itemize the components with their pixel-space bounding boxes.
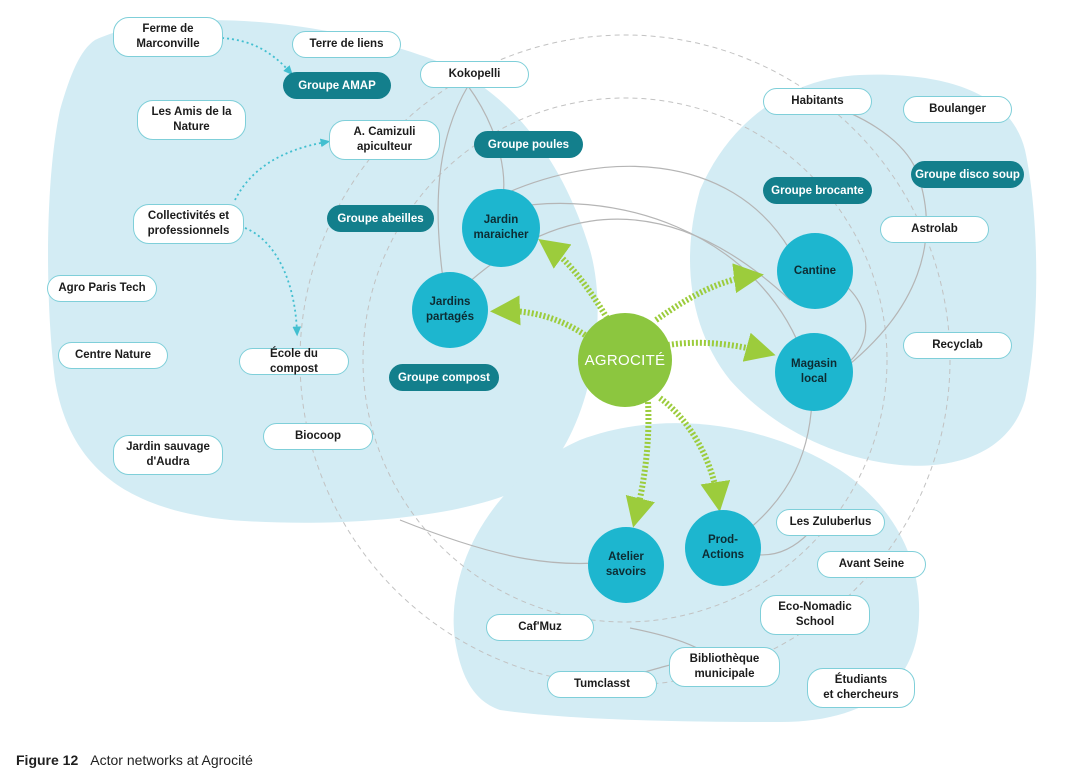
actor-cafmuz[interactable]: Caf'Muz: [486, 614, 594, 641]
group-poules[interactable]: Groupe poules: [474, 131, 583, 158]
actor-habitants[interactable]: Habitants: [763, 88, 872, 115]
actor-amis-nature[interactable]: Les Amis de la Nature: [137, 100, 246, 140]
figure-caption-text: Actor networks at Agrocité: [90, 752, 253, 768]
actor-bibliotheque[interactable]: Bibliothèque municipale: [669, 647, 780, 687]
actor-zuluberlus[interactable]: Les Zuluberlus: [776, 509, 885, 536]
actor-tumclasst[interactable]: Tumclasst: [547, 671, 657, 698]
actor-recyclab[interactable]: Recyclab: [903, 332, 1012, 359]
actor-kokopelli[interactable]: Kokopelli: [420, 61, 529, 88]
actor-ecole-compost[interactable]: École du compost: [239, 348, 349, 375]
actor-agro-paris-tech[interactable]: Agro Paris Tech: [47, 275, 157, 302]
actor-ferme-marconville[interactable]: Ferme de Marconville: [113, 17, 223, 57]
zone-bottom: [453, 423, 920, 722]
inner-dashed-ring: [362, 97, 888, 623]
actor-camizuli[interactable]: A. Camizuli apiculteur: [329, 120, 440, 160]
actor-etudiants[interactable]: Étudiants et chercheurs: [807, 668, 915, 708]
actor-boulanger[interactable]: Boulanger: [903, 96, 1012, 123]
actor-jardin-sauvage[interactable]: Jardin sauvage d'Audra: [113, 435, 223, 475]
hub-atelier-savoirs[interactable]: Atelier savoirs: [588, 527, 664, 603]
hub-jardin-maraicher[interactable]: Jardin maraicher: [462, 189, 540, 267]
dotted-arrows: [221, 37, 331, 337]
zone-right: [690, 74, 1037, 466]
actor-biocoop[interactable]: Biocoop: [263, 423, 373, 450]
hub-prod-actions[interactable]: Prod- Actions: [685, 510, 761, 586]
group-brocante[interactable]: Groupe brocante: [763, 177, 872, 204]
actor-astrolab[interactable]: Astrolab: [880, 216, 989, 243]
actor-terre-de-liens[interactable]: Terre de liens: [292, 31, 401, 58]
zone-left: [48, 20, 598, 523]
agrocite-center-node: AGROCITÉ: [578, 313, 672, 407]
actor-eco-nomadic[interactable]: Eco-Nomadic School: [760, 595, 870, 635]
group-amap[interactable]: Groupe AMAP: [283, 72, 391, 99]
actor-avant-seine[interactable]: Avant Seine: [817, 551, 926, 578]
group-compost[interactable]: Groupe compost: [389, 364, 499, 391]
green-arrows: [490, 238, 776, 528]
hub-magasin-local[interactable]: Magasin local: [775, 333, 853, 411]
hub-jardins-partages[interactable]: Jardins partagés: [412, 272, 488, 348]
actor-centre-nature[interactable]: Centre Nature: [58, 342, 168, 369]
actor-collectivites[interactable]: Collectivités et professionnels: [133, 204, 244, 244]
figure-caption: Figure 12 Actor networks at Agrocité: [16, 752, 253, 768]
hub-cantine[interactable]: Cantine: [777, 233, 853, 309]
group-abeilles[interactable]: Groupe abeilles: [327, 205, 434, 232]
figure-caption-label: Figure 12: [16, 752, 79, 768]
group-disco-soup[interactable]: Groupe disco soup: [911, 161, 1024, 188]
